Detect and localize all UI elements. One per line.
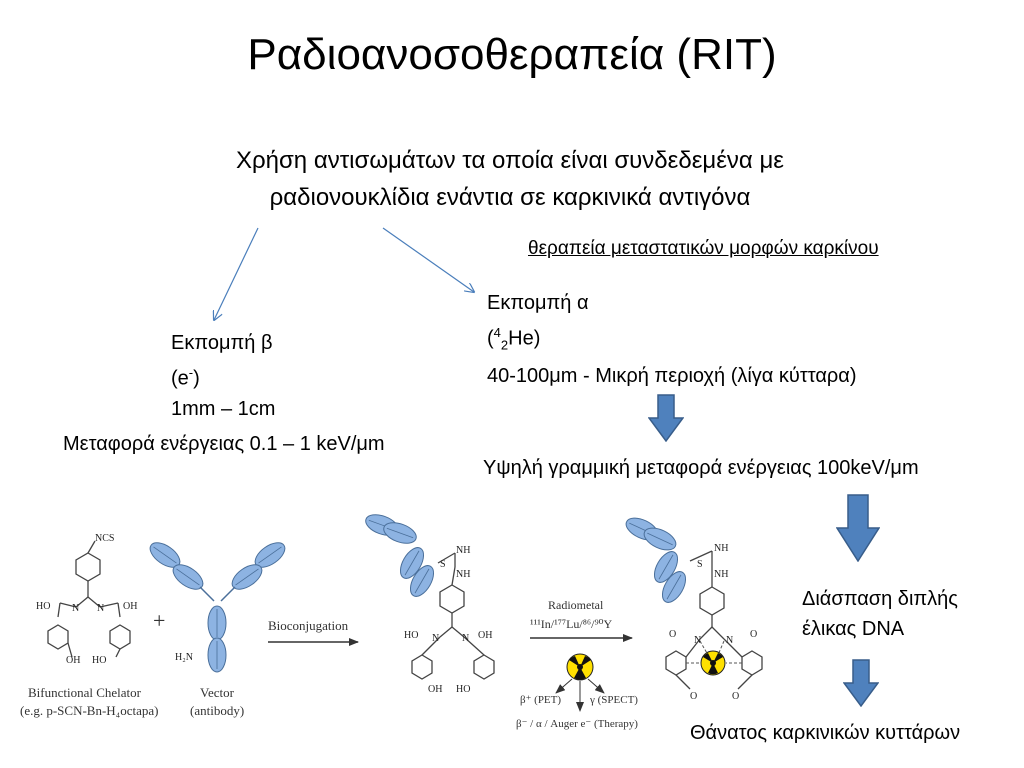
alpha-energy-transfer: Υψηλή γραμμική μεταφορά ενέργειας 100keV… [483, 457, 919, 479]
dna-double-strand-break: Διάσπαση διπλής έλικας DNA [802, 584, 958, 644]
chelator-label: Bifunctional Chelator [28, 685, 142, 700]
h2n-label: H₂N [175, 652, 193, 663]
beta-range: 1mm – 1cm [171, 397, 276, 420]
arrow-to-alpha [382, 227, 474, 292]
n-label: N [694, 635, 701, 646]
nh-label: NH [714, 543, 728, 554]
slide-title: Ραδιοανοσοθεραπεία (RIT) [247, 30, 777, 79]
oh-label: OH [478, 630, 492, 641]
vector-sublabel: (antibody) [190, 703, 244, 718]
n-label: N [726, 635, 733, 646]
ncs-label: NCS [95, 533, 114, 544]
dna-line-1: Διάσπαση διπλής [802, 588, 958, 610]
n-label: N [432, 633, 439, 644]
chelator-example: (e.g. p-SCN-Bn-H₄octapa) [20, 703, 158, 718]
ho-label: HO [456, 684, 470, 695]
ho-label: HO [404, 630, 418, 641]
n-label: N [72, 603, 79, 614]
alpha-emission-block: Εκπομπή α (42He) 40-100μm - Μικρή περιοχ… [487, 288, 857, 391]
nh-label: NH [714, 569, 728, 580]
beta-particle: (e-) [171, 365, 200, 390]
radiation-hazard-icon [566, 653, 594, 681]
subtitle-line-1: Χρήση αντισωμάτων τα οποία είναι συνδεδε… [235, 147, 784, 174]
alpha-particle: (42He) [487, 325, 541, 353]
down-arrow-icon [836, 494, 880, 562]
nh-label: NH [456, 569, 470, 580]
beta-title: Εκπομπή β [171, 332, 273, 354]
radiolabeled-conjugate-structure [622, 513, 763, 690]
rit-conjugation-diagram: NCS N N HO OH OH HO Bifunctional Chelato… [20, 510, 763, 730]
n-label: N [462, 633, 469, 644]
immunoconjugate-structure [362, 510, 495, 680]
ho-label: HO [36, 601, 50, 612]
subtitle-line-2: ραδιονουκλίδια ενάντια σε καρκινικά αντι… [269, 184, 751, 211]
radiometal-isotopes: ¹¹¹In/¹⁷⁷Lu/⁸⁶/⁹⁰Y [530, 617, 612, 631]
cancer-cell-death: Θάνατος καρκινικών κυττάρων [690, 722, 961, 744]
alpha-title: Εκπομπή α [487, 292, 589, 314]
plus-sign: + [153, 608, 165, 633]
vector-label: Vector [200, 685, 235, 700]
spect-label: γ (SPECT) [589, 694, 638, 706]
ho-label: HO [92, 655, 106, 666]
alpha-range: 40-100μm - Μικρή περιοχή (λίγα κύτταρα) [487, 364, 857, 387]
o-label: O [669, 629, 676, 640]
oh-label: OH [66, 655, 80, 666]
s-label: S [697, 559, 703, 570]
radiometal-label: Radiometal [548, 598, 604, 612]
beta-energy-transfer: Μεταφορά ενέργειας 0.1 – 1 keV/μm [63, 433, 385, 455]
o-label: O [732, 691, 739, 702]
oh-label: OH [428, 684, 442, 695]
n-label: N [97, 603, 104, 614]
s-label: S [440, 559, 446, 570]
bifunctional-chelator-structure [47, 540, 131, 658]
beta-emission-block: Εκπομπή β (e-) 1mm – 1cm [171, 328, 275, 424]
pet-label: β⁺ (PET) [520, 694, 561, 706]
bioconjugation-label: Bioconjugation [268, 618, 349, 633]
slide-subtitle: Χρήση αντισωμάτων τα οποία είναι συνδεδε… [110, 142, 910, 216]
oh-label: OH [123, 601, 137, 612]
antibody-vector-icon [145, 537, 290, 673]
dna-line-2: έλικας DNA [802, 618, 905, 640]
o-label: O [690, 691, 697, 702]
metastatic-therapy-label: θεραπεία μεταστατικών μορφών καρκίνου [528, 238, 879, 259]
down-arrow-icon [843, 659, 879, 707]
down-arrow-icon [648, 394, 684, 442]
arrow-to-beta [214, 227, 259, 320]
therapy-label: β⁻ / α / Auger e⁻ (Therapy) [516, 718, 638, 730]
o-label: O [750, 629, 757, 640]
nh-label: NH [456, 545, 470, 556]
